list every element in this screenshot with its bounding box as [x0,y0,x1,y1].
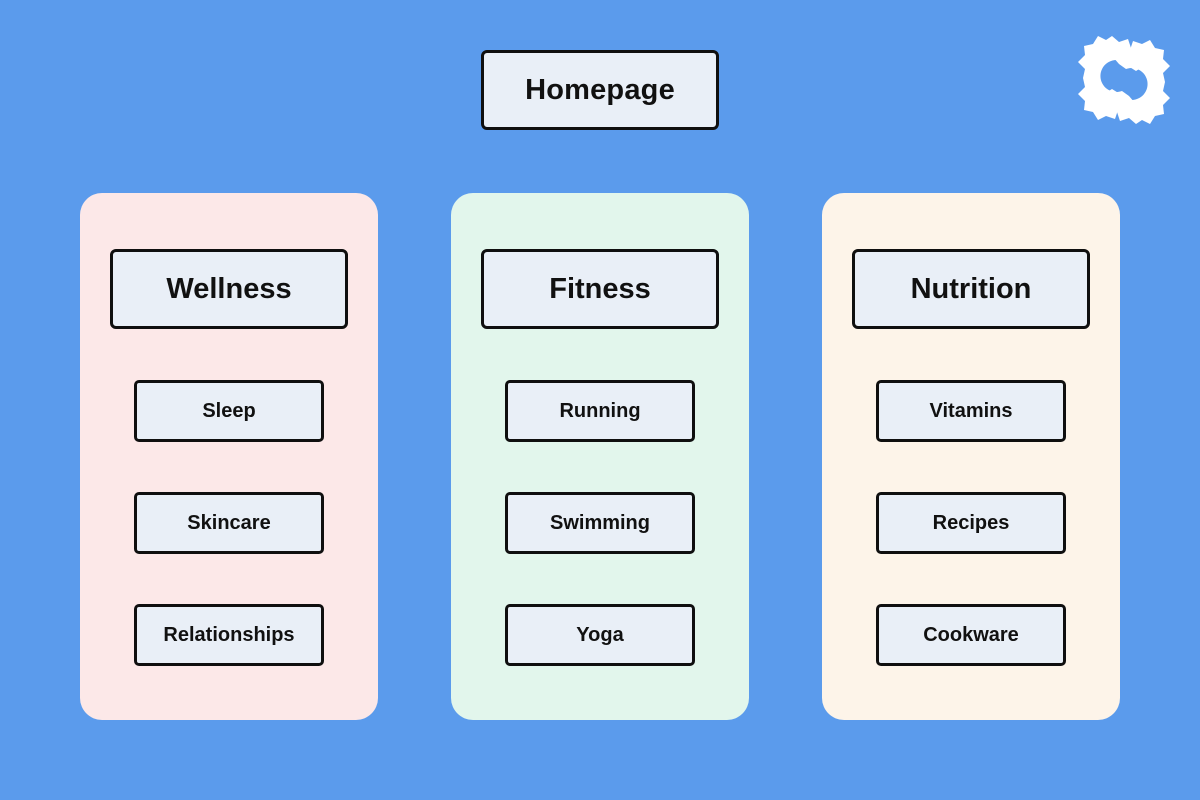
leaf-node-label: Relationships [163,623,295,646]
leaf-list-nutrition: Vitamins Recipes Cookware [876,380,1066,666]
leaf-node-label: Swimming [549,511,650,534]
leaf-node-label: Vitamins [929,399,1013,422]
leaf-node-label: Cookware [923,623,1019,646]
leaf-node-running[interactable]: Running [505,380,695,442]
category-card-fitness: Fitness Running Swimming Yoga [451,193,749,720]
leaf-list-wellness: Sleep Skincare Relationships [134,380,324,666]
leaf-node-label: Running [559,399,641,422]
category-node-label: Nutrition [910,272,1032,305]
leaf-node-sleep[interactable]: Sleep [134,380,324,442]
root-node-homepage[interactable]: Homepage [481,50,719,130]
leaf-node-label: Recipes [932,511,1010,534]
category-card-nutrition: Nutrition Vitamins Recipes Cookware [822,193,1120,720]
interlocking-gears-icon [1072,30,1176,130]
category-node-label: Wellness [166,272,292,305]
leaf-node-relationships[interactable]: Relationships [134,604,324,666]
root-node-label: Homepage [525,73,675,106]
category-node-nutrition[interactable]: Nutrition [852,249,1090,329]
leaf-node-label: Yoga [576,623,624,646]
category-node-fitness[interactable]: Fitness [481,249,719,329]
leaf-node-yoga[interactable]: Yoga [505,604,695,666]
leaf-node-cookware[interactable]: Cookware [876,604,1066,666]
leaf-list-fitness: Running Swimming Yoga [505,380,695,666]
leaf-node-vitamins[interactable]: Vitamins [876,380,1066,442]
category-card-wellness: Wellness Sleep Skincare Relationships [80,193,378,720]
leaf-node-label: Skincare [187,511,271,534]
category-node-label: Fitness [549,272,651,305]
leaf-node-skincare[interactable]: Skincare [134,492,324,554]
leaf-node-label: Sleep [202,399,256,422]
leaf-node-recipes[interactable]: Recipes [876,492,1066,554]
category-columns: Wellness Sleep Skincare Relationships Fi… [80,193,1120,720]
category-node-wellness[interactable]: Wellness [110,249,348,329]
leaf-node-swimming[interactable]: Swimming [505,492,695,554]
